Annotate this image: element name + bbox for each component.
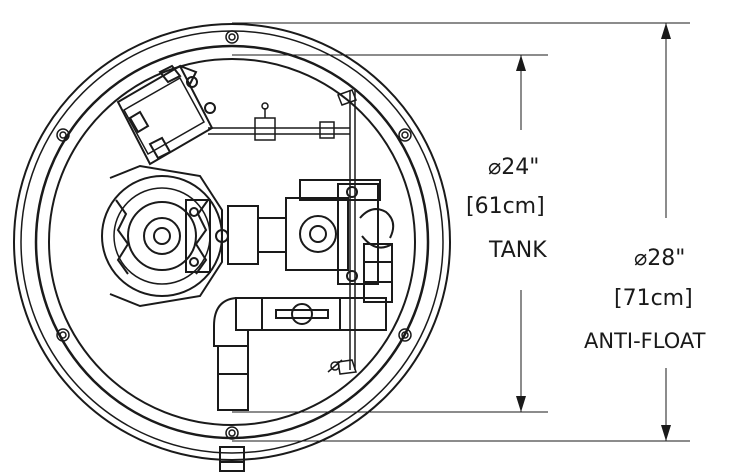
anti-float-ring bbox=[13, 23, 451, 461]
discharge-pipe bbox=[227, 179, 381, 285]
arrow-down-icon bbox=[516, 396, 526, 412]
bolt-hole bbox=[398, 128, 412, 142]
tank-diameter-value: 24" bbox=[501, 155, 540, 180]
anti-float-dimension-arrows bbox=[661, 23, 671, 441]
pump-motor bbox=[101, 164, 229, 308]
diameter-symbol: ⌀ bbox=[634, 246, 648, 271]
tank-diameter-label: ⌀24" bbox=[488, 157, 539, 179]
tank-name-label: TANK bbox=[489, 238, 547, 263]
bolt-hole bbox=[225, 30, 239, 44]
bolt-hole bbox=[225, 426, 239, 440]
lower-pipe bbox=[235, 297, 387, 331]
bolt-hole bbox=[398, 328, 412, 342]
riser-pipe bbox=[213, 297, 249, 411]
diameter-symbol: ⌀ bbox=[488, 155, 502, 180]
control-box bbox=[116, 64, 216, 166]
tank-dimension bbox=[232, 54, 548, 413]
elbow-loop bbox=[359, 208, 395, 303]
anti-float-name-label: ANTI-FLOAT bbox=[584, 329, 706, 353]
arrow-up-icon bbox=[516, 55, 526, 71]
bolt-holes bbox=[56, 30, 412, 440]
vertical-rail bbox=[337, 89, 358, 375]
tank-dimension-arrows bbox=[516, 55, 526, 412]
arrow-down-icon bbox=[661, 425, 671, 441]
anti-float-metric-value: 71cm bbox=[622, 286, 685, 311]
bottom-fitting bbox=[327, 359, 343, 373]
anti-float-dimension bbox=[232, 22, 690, 442]
bolt-hole bbox=[56, 128, 70, 142]
anti-float-diameter-label: ⌀28" bbox=[634, 248, 685, 270]
anti-float-diameter-value: 28" bbox=[647, 246, 686, 271]
anti-float-metric-label: [71cm] bbox=[614, 286, 693, 311]
float-switch-arm bbox=[208, 102, 350, 141]
bolt-hole bbox=[56, 328, 70, 342]
arrow-up-icon bbox=[661, 23, 671, 39]
tank-metric-value: 61cm bbox=[474, 194, 537, 219]
bottom-outlet bbox=[219, 446, 245, 472]
tank-metric-label: [61cm] bbox=[466, 194, 545, 219]
